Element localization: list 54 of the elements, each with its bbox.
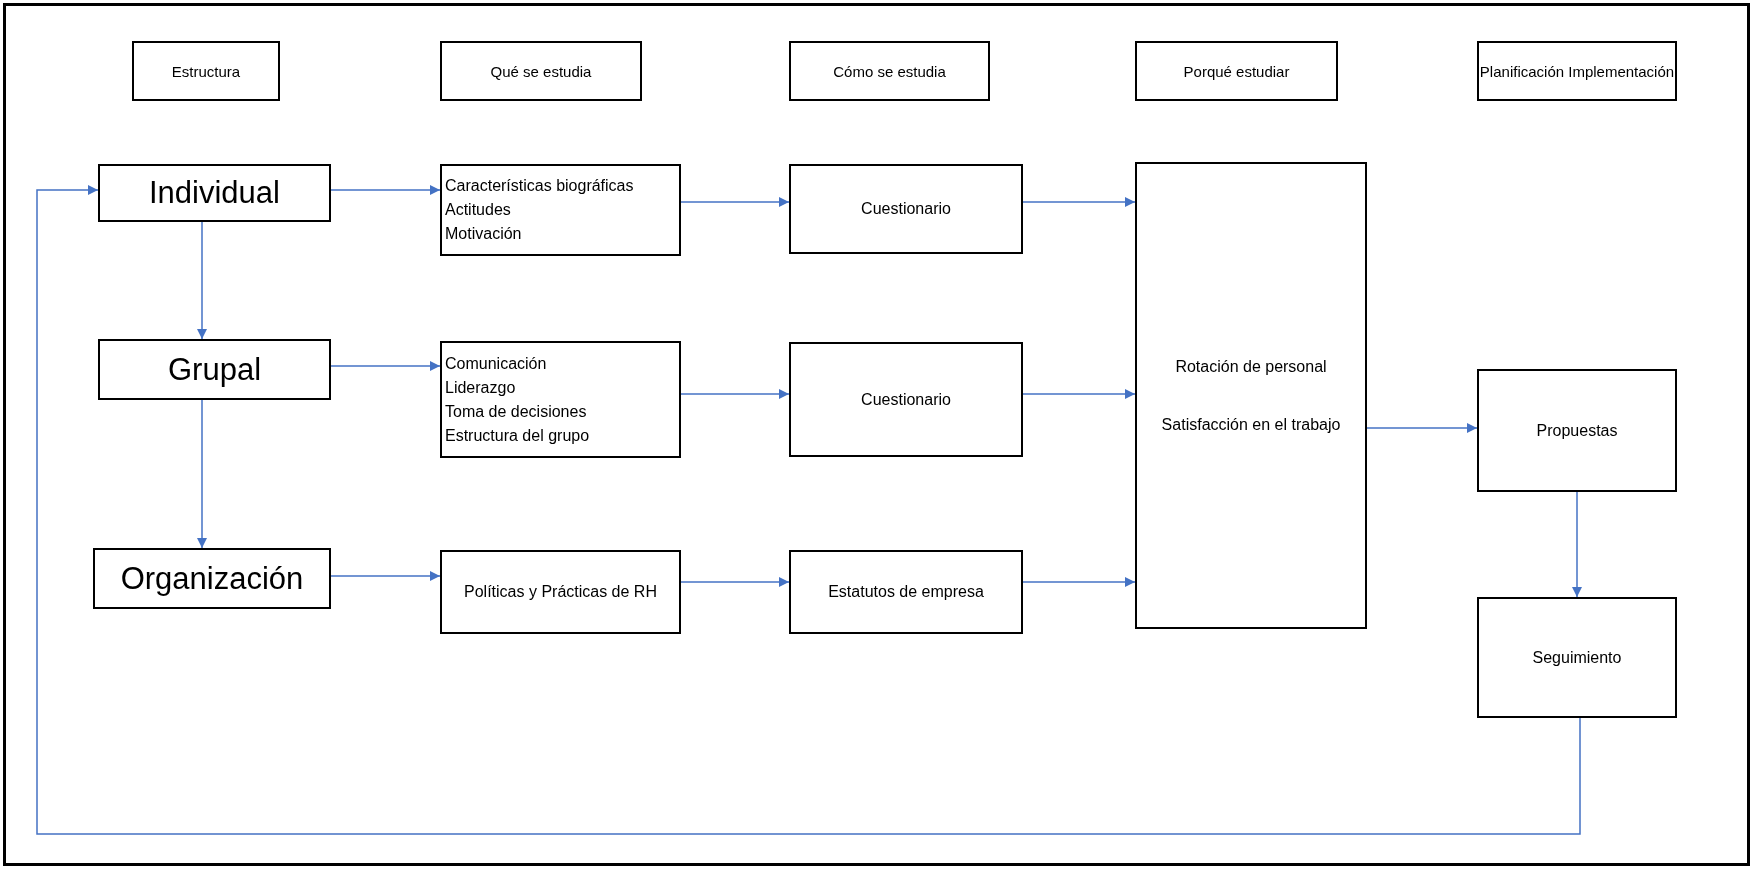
process-box <box>440 164 681 256</box>
header-box <box>440 41 642 101</box>
node-text: Individual <box>149 175 280 211</box>
header-box <box>789 41 990 101</box>
node-text: Planificación Implementación <box>1479 61 1675 82</box>
arrow <box>330 185 441 195</box>
node-text: Cómo se estudia <box>833 61 946 82</box>
node-text: Satisfacción en el trabajo <box>1161 415 1341 434</box>
process-box <box>1477 597 1677 718</box>
node-text: Porqué estudiar <box>1183 61 1290 82</box>
arrow <box>1022 577 1136 587</box>
process-box <box>1477 369 1677 492</box>
node-text: Liderazgo <box>445 377 516 398</box>
arrow <box>680 577 790 587</box>
arrow <box>330 571 441 581</box>
node-text: Estructura del grupo <box>445 425 590 446</box>
node-text: Actitudes <box>445 200 511 220</box>
arrow <box>1572 491 1582 598</box>
arrow <box>1366 423 1478 433</box>
arrow <box>1022 389 1136 399</box>
header-box <box>132 41 280 101</box>
node-text: Estructura <box>171 61 241 82</box>
node-text: Seguimiento <box>1532 648 1622 667</box>
process-box <box>789 164 1023 254</box>
node-text: Políticas y Prácticas de RH <box>464 583 657 601</box>
node-text: Qué se estudia <box>490 61 592 82</box>
node-text: Organización <box>120 560 304 597</box>
header-box <box>1477 41 1677 101</box>
arrow <box>680 197 790 207</box>
header-box <box>1135 41 1338 101</box>
process-box <box>98 339 331 400</box>
node-text: Comunicación <box>445 353 547 374</box>
arrow <box>1022 197 1136 207</box>
process-box <box>789 342 1023 457</box>
node-text: Estatutos de empresa <box>828 583 984 601</box>
arrow <box>330 361 441 371</box>
node-text: Motivación <box>445 224 522 244</box>
arrow <box>36 185 1581 835</box>
process-box <box>98 164 331 222</box>
process-box <box>93 548 331 609</box>
process-box <box>1135 162 1367 629</box>
node-text: Propuestas <box>1536 421 1618 440</box>
process-box <box>789 550 1023 634</box>
node-text: Características biográficas <box>445 176 634 196</box>
node-text: Rotación de personal <box>1175 357 1327 376</box>
node-text: Toma de decisiones <box>445 401 587 422</box>
arrow <box>680 389 790 399</box>
arrow <box>197 399 207 549</box>
node-text: Grupal <box>167 351 261 388</box>
node-text: Cuestionario <box>861 390 951 409</box>
arrow <box>197 221 207 340</box>
process-box <box>440 550 681 634</box>
process-box <box>440 341 681 458</box>
node-text: Cuestionario <box>861 200 951 218</box>
